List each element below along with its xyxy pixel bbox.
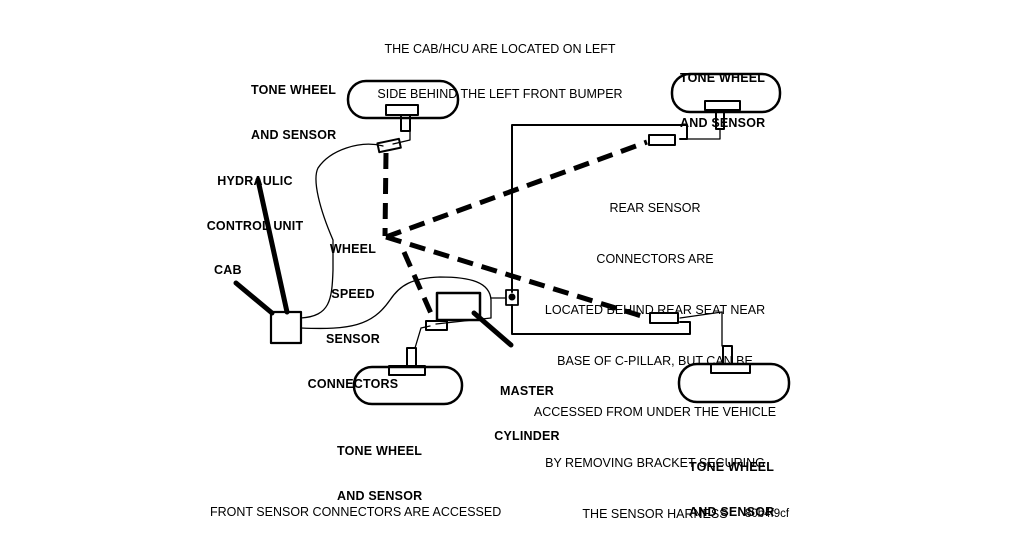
harness-rr-sensor <box>679 311 723 347</box>
caption-top-line-2: SIDE BEHIND THE LEFT FRONT BUMPER <box>377 87 623 101</box>
note-line: BASE OF C-PILLAR, BUT CAN BE <box>557 354 753 368</box>
connector-rf <box>648 134 676 146</box>
label-line: AND SENSOR <box>689 505 775 519</box>
note-line: ACCESSED FROM UNDER THE VEHICLE <box>533 405 777 419</box>
label-line: CYLINDER <box>494 429 560 443</box>
harness-cab-to-lf <box>300 143 384 319</box>
harness-rf-sensor <box>679 128 721 140</box>
note-line: BY REMOVING BRACKET SECURING <box>545 456 765 470</box>
label-line: TONE WHEEL <box>689 460 775 474</box>
label-tone-wheel-rf: TONE WHEEL AND SENSOR <box>680 41 765 161</box>
tone-wheel-left-rear <box>352 347 464 406</box>
label-line: CONNECTORS <box>307 377 399 391</box>
label-line: AND SENSOR <box>251 128 337 142</box>
junction-block <box>505 289 519 306</box>
cab-module <box>269 310 303 345</box>
connector-lf <box>376 137 402 154</box>
label-tone-wheel-lf: TONE WHEEL AND SENSOR <box>251 53 336 173</box>
master-cylinder <box>435 291 482 322</box>
label-line: AND SENSOR <box>337 489 423 503</box>
label-line: TONE WHEEL <box>337 444 423 458</box>
figure-id: 80b4f9cf <box>745 508 790 520</box>
label-line: SPEED <box>331 287 375 301</box>
rear-harness-frame-lower <box>511 304 691 335</box>
note-line: CONNECTORS ARE <box>596 252 714 266</box>
note-line: LOCATED BEHIND REAR SEAT NEAR <box>544 303 766 317</box>
label-line: MASTER <box>500 384 554 398</box>
dashed-routing <box>382 139 649 321</box>
label-line: AND SENSOR <box>680 116 766 130</box>
caption-top: THE CAB/HCU ARE LOCATED ON LEFT SIDE BEH… <box>340 12 660 132</box>
connector-lr <box>425 320 448 331</box>
tone-wheel-left-front <box>346 79 460 132</box>
note-line: THE SENSOR HARNESS <box>582 507 728 521</box>
label-line: CONTROL UNIT <box>206 219 304 233</box>
label-tone-wheel-rr: TONE WHEEL AND SENSOR <box>689 430 774 540</box>
front-sensor-note: FRONT SENSOR CONNECTORS ARE ACCESSED FRO… <box>210 470 555 540</box>
harness-cab-to-mc <box>300 276 492 330</box>
label-line: TONE WHEEL <box>680 71 766 85</box>
note-line: FRONT SENSOR CONNECTORS ARE ACCESSED <box>210 505 502 519</box>
harness-lf-connector <box>392 130 411 145</box>
hcu-leader <box>255 177 290 315</box>
note-line: REAR SENSOR <box>609 201 701 215</box>
cab-leader <box>233 280 275 316</box>
label-hydraulic-control-unit: HYDRAULIC CONTROL UNIT <box>200 144 310 264</box>
label-line: WHEEL <box>329 242 377 256</box>
connector-rr <box>649 312 679 324</box>
label-cab: CAB <box>214 263 242 277</box>
label-line: SENSOR <box>326 332 380 346</box>
caption-top-line-1: THE CAB/HCU ARE LOCATED ON LEFT <box>384 42 616 56</box>
label-tone-wheel-lr: TONE WHEEL AND SENSOR <box>337 414 422 534</box>
label-wheel-speed-sensor-connectors: WHEEL SPEED SENSOR CONNECTORS <box>300 212 406 422</box>
label-line: TONE WHEEL <box>251 83 337 97</box>
label-line: HYDRAULIC <box>217 174 293 188</box>
rear-sensor-note: REAR SENSOR CONNECTORS ARE LOCATED BEHIN… <box>515 166 795 540</box>
label-master-cylinder: MASTER CYLINDER <box>487 354 567 474</box>
tone-wheel-right-rear <box>677 345 791 404</box>
